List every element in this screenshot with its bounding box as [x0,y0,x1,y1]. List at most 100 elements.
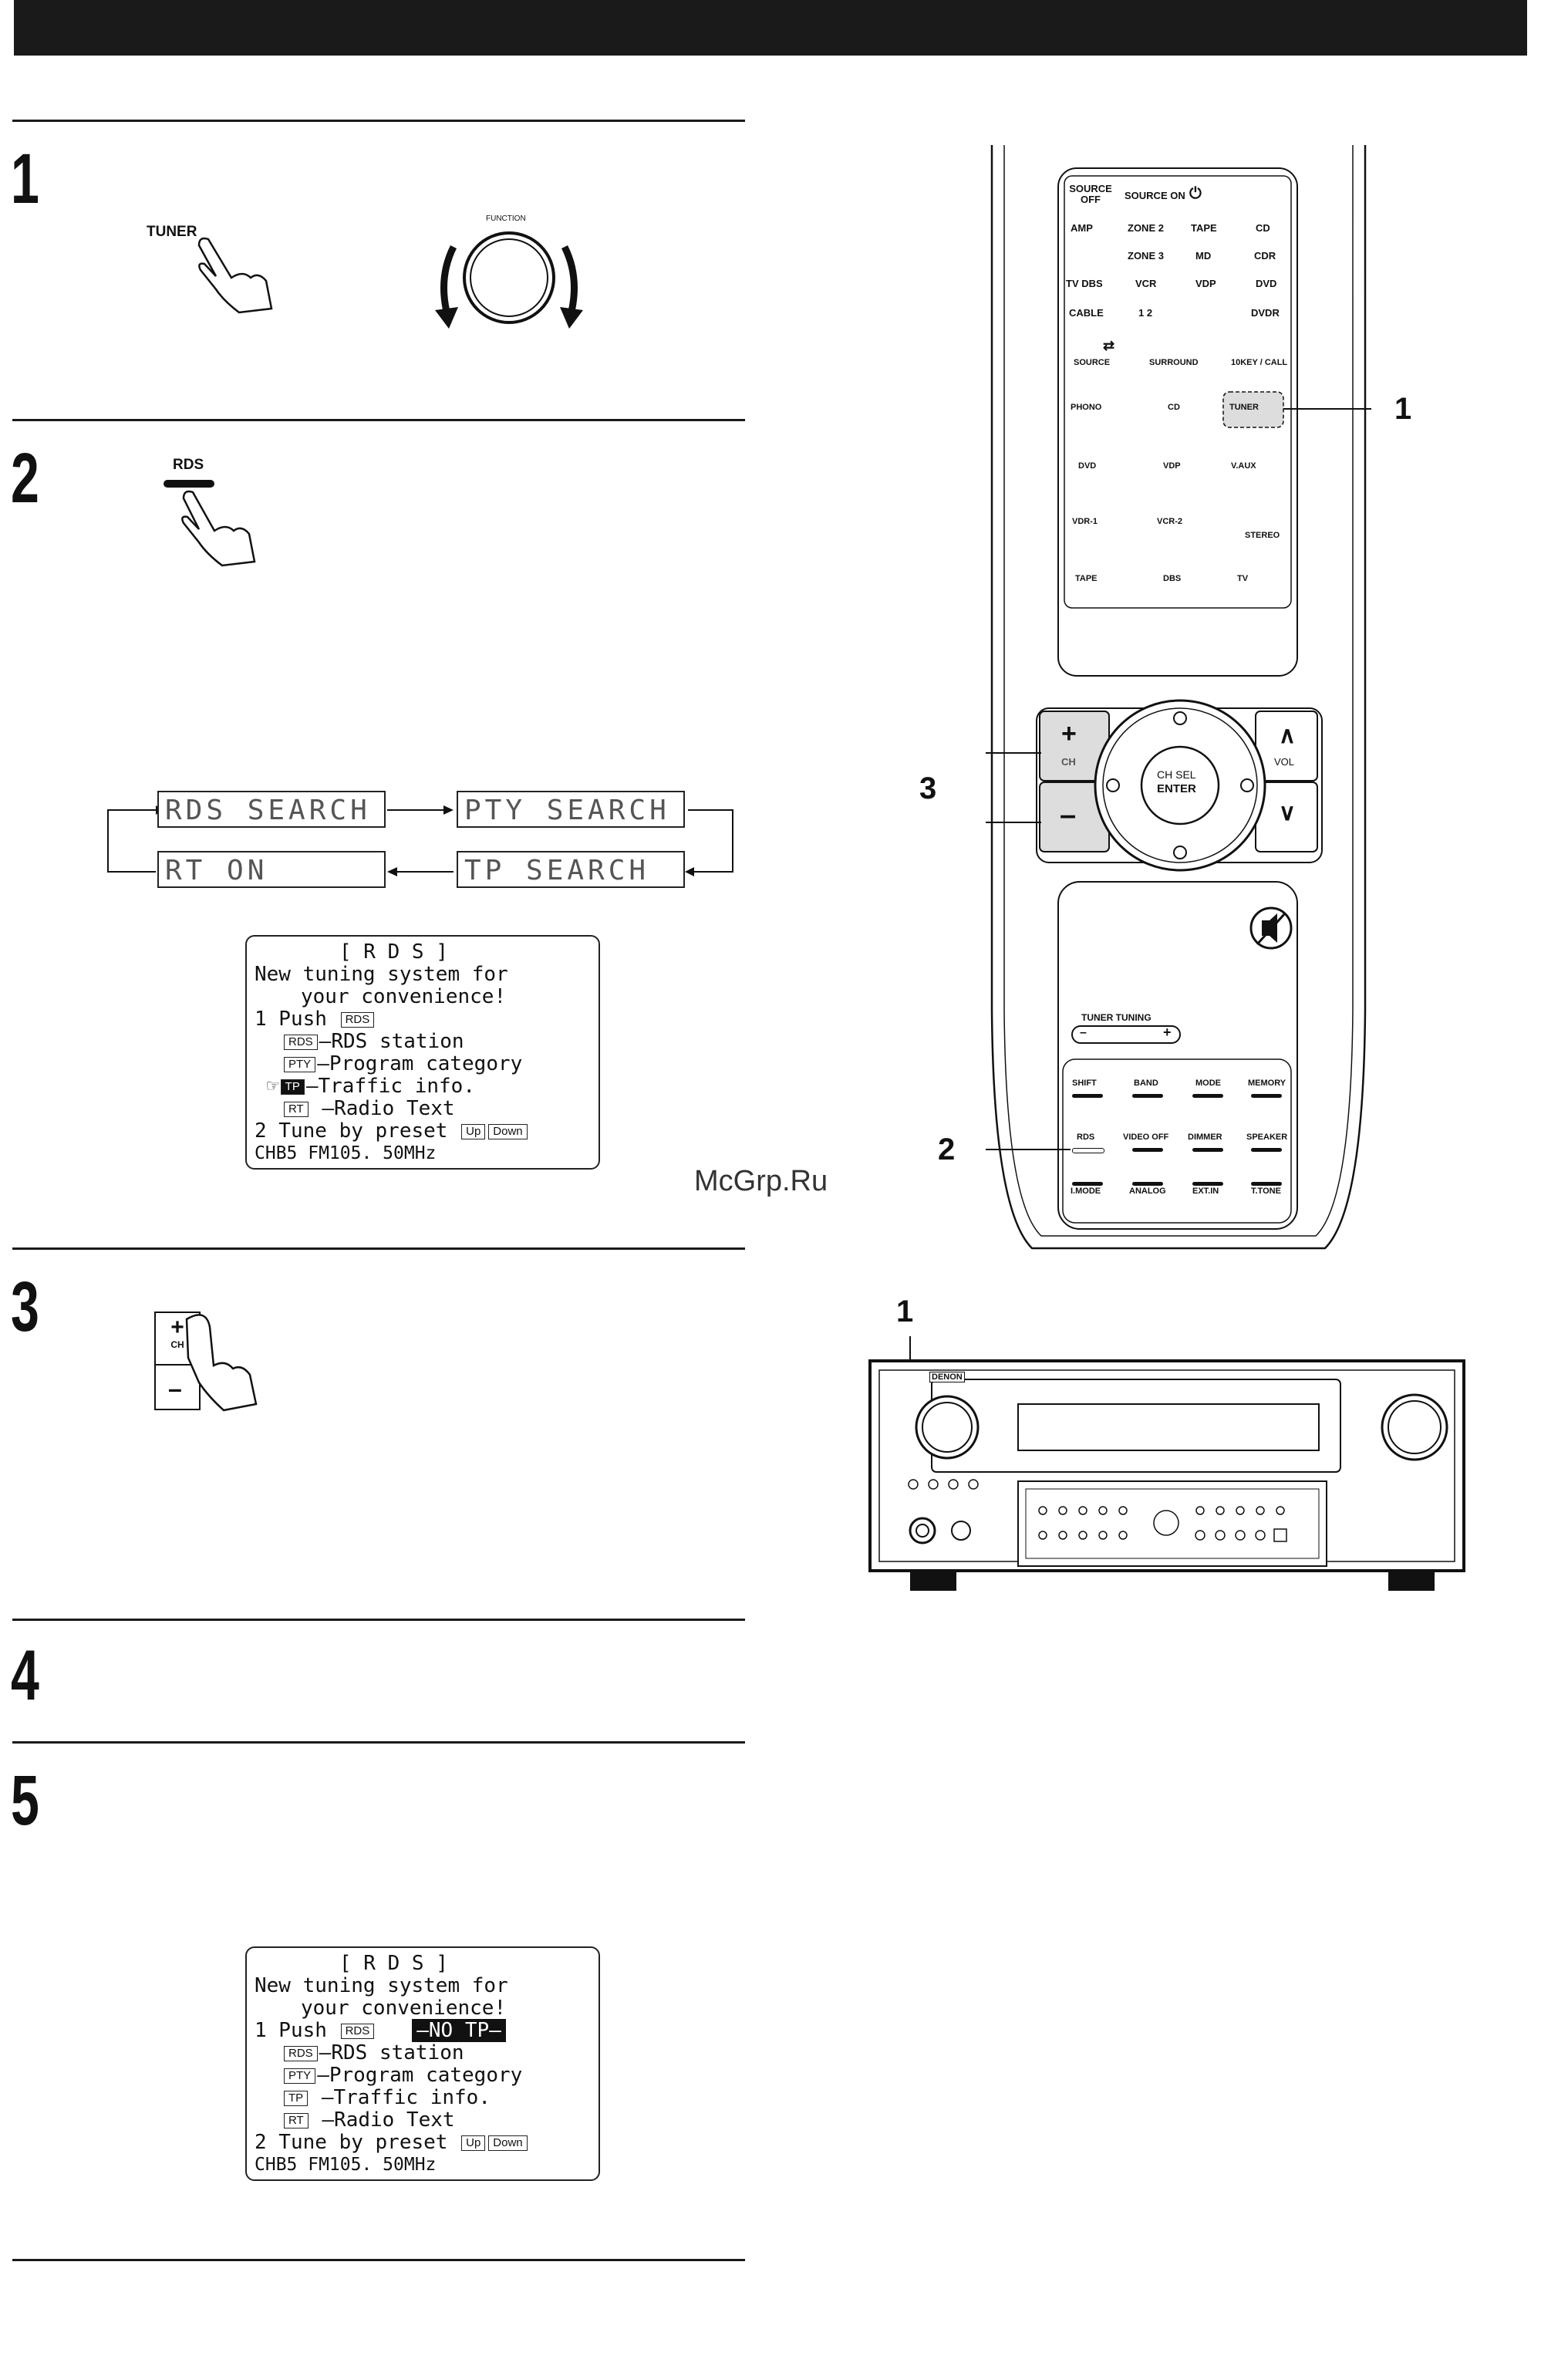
osd-line: your convenience! [301,985,507,1008]
source-off-button[interactable]: SOURCE OFF [1069,183,1112,205]
remote-body-outline [986,145,1371,1250]
input-key[interactable]: V.AUX [1231,461,1256,471]
vol-down-button[interactable]: ∨ [1279,800,1296,825]
osd-title: [ R D S ] [339,1952,448,1975]
remote-key[interactable]: DVD [1256,278,1277,289]
osd-line: 1 Push [255,2019,327,2042]
remote-key[interactable]: TAPE [1191,222,1217,234]
rds-remote-key[interactable]: RDS [1077,1133,1095,1142]
input-key[interactable]: PHONO [1071,403,1102,412]
lcd-pty-search: PTY SEARCH [457,791,685,828]
ch-minus-button[interactable]: – [1060,799,1077,832]
osd-line: –Radio Text [322,1097,455,1120]
func-key-bar [1132,1148,1163,1152]
tuning-down-button[interactable]: – [1080,1026,1087,1039]
input-key[interactable]: TV [1237,574,1249,583]
func-key[interactable]: I.MODE [1071,1187,1101,1196]
osd-line: 1 Push [255,1008,327,1031]
source-on-button[interactable]: SOURCE ON [1125,190,1185,201]
vol-up-button[interactable]: ∧ [1279,723,1296,748]
step-number-4: 4 [11,1636,39,1715]
input-key[interactable]: VCR-2 [1157,517,1183,526]
rds-button-icon [164,480,214,488]
osd-line: –Program category [317,1052,523,1075]
func-key[interactable]: EXT.IN [1192,1187,1219,1196]
source-button[interactable]: SOURCE [1074,358,1111,367]
input-key[interactable]: VDP [1163,461,1181,471]
section-divider [12,1247,745,1250]
func-key[interactable]: SPEAKER [1246,1133,1288,1142]
osd-title: [ R D S ] [339,940,448,964]
no-tp-indicator: –NO TP– [412,2019,506,2042]
remote-key[interactable]: AMP [1071,222,1093,234]
tuning-up-button[interactable]: + [1163,1025,1172,1040]
func-key-bar [1072,1094,1103,1098]
osd-line: –RDS station [319,2041,464,2064]
watermark: McGrp.Ru [694,1165,828,1197]
remote-key[interactable]: TV DBS [1066,278,1103,289]
osd-line: –Program category [317,2064,523,2087]
section-divider [12,120,745,122]
step-number-2: 2 [11,439,39,518]
func-key[interactable]: BAND [1134,1079,1158,1088]
remote-key[interactable]: ZONE 2 [1128,222,1164,234]
input-key[interactable]: TAPE [1075,574,1098,583]
ch-label: CH [1061,756,1076,768]
callout-2: 2 [938,1133,956,1166]
remote-key[interactable]: CABLE [1069,307,1104,319]
remote-key[interactable]: ZONE 3 [1128,250,1164,262]
remote-key[interactable]: CDR [1254,250,1276,262]
ch-plus-label: + [170,1315,184,1340]
callout-3: 3 [919,771,937,805]
func-key[interactable]: MODE [1195,1079,1221,1088]
osd-line: 2 Tune by preset [255,1119,448,1143]
ch-plus-button[interactable]: + [1061,719,1077,748]
func-key[interactable]: T.TONE [1251,1187,1281,1196]
ch-minus-label: – [168,1375,182,1403]
enter-button[interactable]: ENTER [1157,782,1196,795]
func-key-bar [1132,1094,1163,1098]
up-tag: Up [461,2135,486,2151]
remote-key[interactable]: 1 2 [1138,307,1153,319]
rt-tag: RT [284,1101,309,1117]
tuner-tuning-label: TUNER TUNING [1081,1012,1152,1023]
func-key-bar [1072,1182,1103,1186]
input-key[interactable]: STEREO [1245,531,1280,540]
func-key-bar [1251,1094,1282,1098]
ch-sel-label: CH SEL [1157,768,1196,781]
hand-press-icon [181,490,256,567]
func-key[interactable]: ANALOG [1129,1187,1166,1196]
func-key[interactable]: VIDEO OFF [1123,1133,1169,1142]
surround-button[interactable]: SURROUND [1149,358,1199,367]
osd-frequency: CHB5 FM105. 50MHz [255,2155,437,2175]
rds-tag: RDS [284,1034,318,1050]
osd-line: New tuning system for [255,963,508,986]
input-key[interactable]: DBS [1163,574,1182,583]
vol-label: VOL [1274,756,1295,768]
step-number-5: 5 [11,1761,39,1840]
remote-key[interactable]: DVDR [1251,307,1280,319]
func-key[interactable]: SHIFT [1072,1079,1097,1088]
func-key[interactable]: MEMORY [1248,1079,1286,1088]
osd-rds-screen: [ R D S ] New tuning system for your con… [245,935,600,1170]
remote-key[interactable]: VDP [1195,278,1216,289]
input-key[interactable]: DVD [1078,461,1097,471]
remote-key[interactable]: VCR [1135,278,1157,289]
section-divider [12,1619,745,1621]
remote-key[interactable]: CD [1256,222,1270,234]
down-tag: Down [488,2135,528,2151]
func-key-bar [1251,1182,1282,1186]
remote-key[interactable]: MD [1195,250,1212,262]
osd-line: New tuning system for [255,1974,508,1997]
osd-line: 2 Tune by preset [255,2131,448,2154]
tp-tag-selected: TP [280,1079,305,1095]
pty-tag: PTY [284,1056,316,1072]
func-key-bar [1192,1094,1223,1098]
lcd-tp-search: TP SEARCH [457,851,685,888]
input-key[interactable]: VDR-1 [1072,517,1098,526]
func-key[interactable]: DIMMER [1188,1133,1222,1142]
tenkey-button[interactable]: 10KEY / CALL [1231,358,1288,367]
step-number-3: 3 [11,1268,39,1346]
tuner-input-key[interactable]: TUNER [1229,403,1259,412]
input-key[interactable]: CD [1168,403,1180,412]
